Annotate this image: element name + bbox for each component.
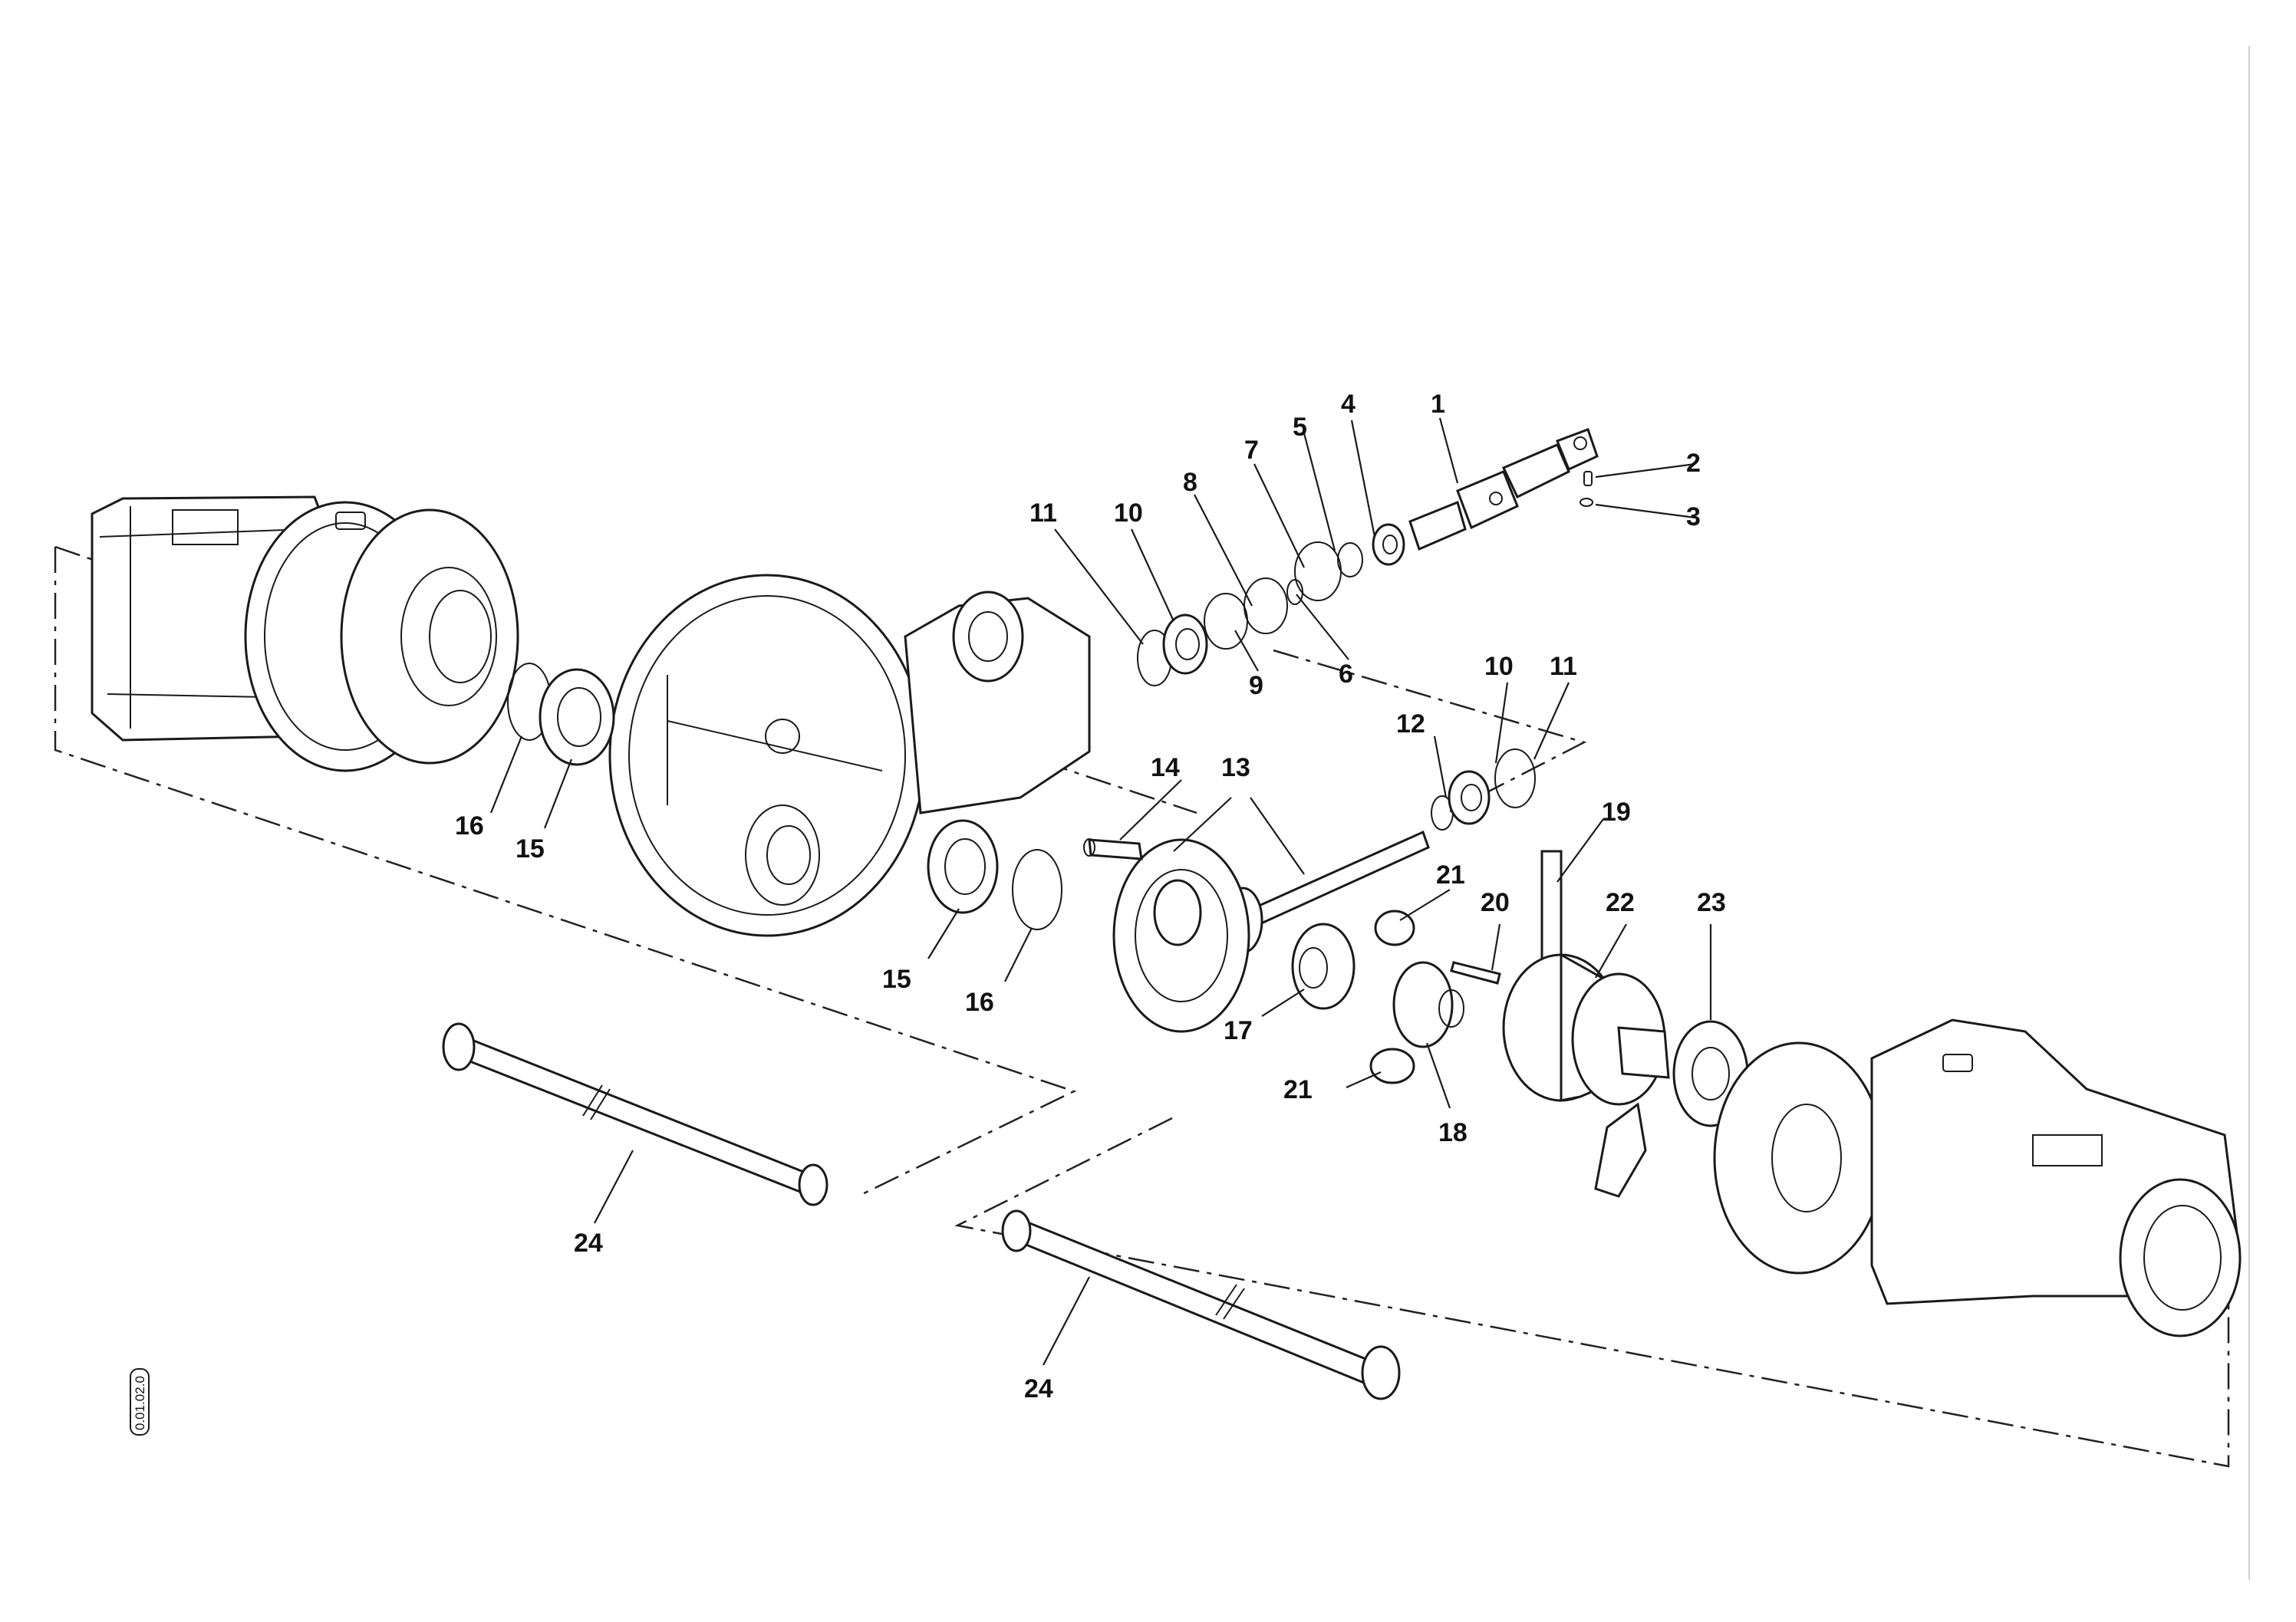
callout-6: 6 xyxy=(1339,660,1353,689)
callout-18: 18 xyxy=(1438,1118,1468,1147)
callout-21-upper: 21 xyxy=(1436,860,1465,890)
axle-center-housing xyxy=(608,574,1091,937)
drive-shaft-ujoint xyxy=(1408,428,1599,551)
differential-gears xyxy=(1291,850,1563,1084)
left-bearing-set xyxy=(507,663,1062,930)
callout-24-right: 24 xyxy=(1024,1374,1053,1403)
callout-23: 23 xyxy=(1697,888,1726,917)
left-half-shaft xyxy=(442,1022,828,1206)
callout-20: 20 xyxy=(1481,888,1510,917)
pinion-rear-bearings xyxy=(1431,748,1536,831)
callout-17: 17 xyxy=(1224,1016,1253,1045)
callout-10-lower: 10 xyxy=(1484,652,1514,681)
callout-8: 8 xyxy=(1183,468,1197,497)
callout-1: 1 xyxy=(1431,390,1445,419)
leader-lines xyxy=(489,417,1712,1366)
differential-case xyxy=(1502,952,1749,1198)
callout-13: 13 xyxy=(1221,753,1250,782)
callout-2: 2 xyxy=(1686,449,1701,478)
callout-11-upper: 11 xyxy=(1029,498,1057,528)
callout-14: 14 xyxy=(1151,753,1180,782)
pinion-parts-top xyxy=(1137,523,1405,686)
callout-12: 12 xyxy=(1396,709,1425,739)
callout-4: 4 xyxy=(1341,390,1356,419)
drawing-reference-code: 0.01.02.0 xyxy=(133,1376,147,1430)
callout-9: 9 xyxy=(1249,671,1263,700)
callout-15-right: 15 xyxy=(882,965,911,994)
callout-10-upper: 10 xyxy=(1114,498,1143,528)
callout-24-left: 24 xyxy=(574,1229,603,1258)
callout-16-right: 16 xyxy=(965,988,994,1017)
callout-21-lower: 21 xyxy=(1283,1075,1313,1104)
callout-5: 5 xyxy=(1293,413,1307,442)
callout-15-left: 15 xyxy=(516,834,545,864)
left-axle-housing xyxy=(91,495,519,772)
right-half-shaft xyxy=(1001,1209,1401,1400)
callout-labels: 1 2 3 4 5 7 8 10 11 9 6 10 11 12 14 13 1… xyxy=(455,390,1726,1403)
right-axle-housing xyxy=(1713,1018,2242,1337)
callout-3: 3 xyxy=(1686,502,1701,531)
callout-7: 7 xyxy=(1244,436,1259,465)
callout-22: 22 xyxy=(1606,888,1635,917)
callout-19: 19 xyxy=(1602,798,1631,827)
callout-16-left: 16 xyxy=(455,811,484,841)
callout-11-lower: 11 xyxy=(1550,652,1577,681)
crown-wheel-and-pinion xyxy=(1083,830,1430,1033)
